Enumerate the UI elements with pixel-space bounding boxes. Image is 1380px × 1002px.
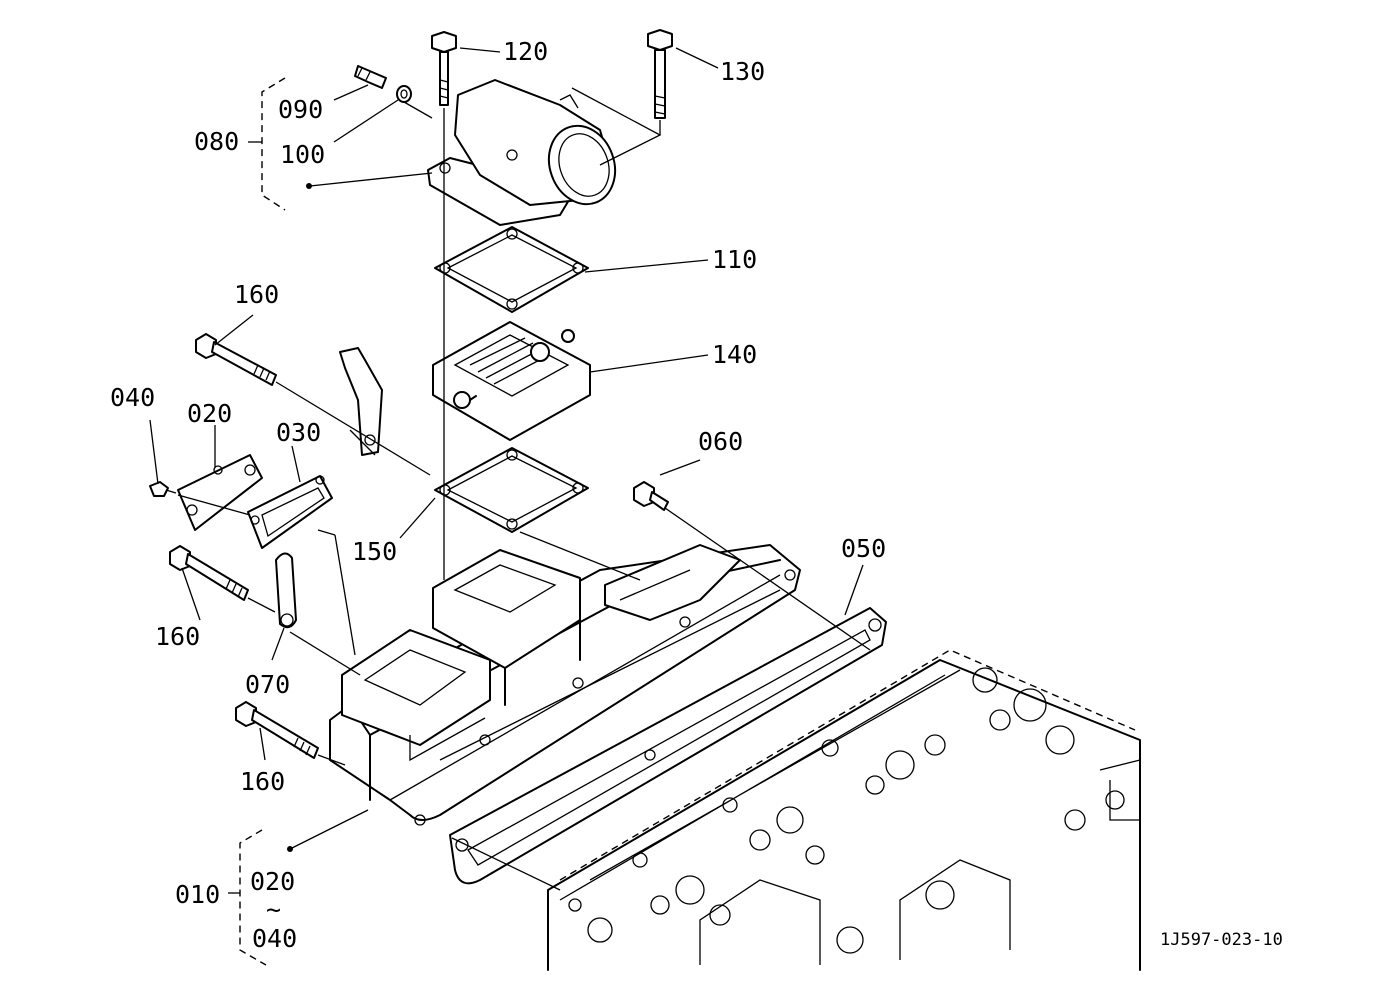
label-010: 010 bbox=[175, 880, 220, 909]
bolt-160-top bbox=[195, 333, 277, 386]
bolt-160-bottom bbox=[235, 701, 319, 759]
gasket-030 bbox=[247, 475, 333, 549]
label-070: 070 bbox=[245, 670, 290, 699]
cylinder-head-drawing bbox=[547, 649, 1141, 971]
leader-dot-010 bbox=[287, 846, 293, 852]
label-160-top: 160 bbox=[234, 280, 279, 309]
head-ports bbox=[568, 667, 1125, 954]
bolt-120 bbox=[431, 31, 457, 106]
leader-lines bbox=[149, 47, 871, 891]
intake-elbow-080 bbox=[427, 79, 617, 226]
gasket-150 bbox=[434, 447, 589, 533]
reference-code: 1J597-023-10 bbox=[1160, 930, 1283, 950]
label-040-group: 040 bbox=[252, 924, 297, 953]
callout-labels: 120 130 090 080 100 110 160 140 040 020 … bbox=[110, 37, 1283, 953]
cover-plate-020 bbox=[177, 454, 263, 531]
intake-manifold-010 bbox=[329, 544, 801, 826]
washer-100 bbox=[396, 85, 412, 103]
label-140: 140 bbox=[712, 340, 757, 369]
label-160-middle: 160 bbox=[155, 622, 200, 651]
label-090: 090 bbox=[278, 95, 323, 124]
bracket-080 bbox=[261, 77, 286, 211]
label-020-group: 020 bbox=[250, 867, 295, 896]
label-050: 050 bbox=[841, 534, 886, 563]
gasket-110 bbox=[434, 226, 589, 313]
bolt-160-middle bbox=[169, 545, 249, 601]
label-030: 030 bbox=[276, 418, 321, 447]
bracket bbox=[339, 347, 383, 456]
label-120: 120 bbox=[503, 37, 548, 66]
label-tilde: ~ bbox=[266, 895, 281, 924]
bracket-010 bbox=[239, 829, 267, 966]
bolt-060 bbox=[633, 481, 669, 511]
bolt-130 bbox=[647, 29, 673, 119]
label-020-top: 020 bbox=[187, 399, 232, 428]
label-040-left: 040 bbox=[110, 383, 155, 412]
label-080: 080 bbox=[194, 127, 239, 156]
leader-dot-080 bbox=[306, 183, 312, 189]
screw-040 bbox=[149, 481, 177, 497]
fitting-090 bbox=[354, 65, 387, 89]
label-060: 060 bbox=[698, 427, 743, 456]
label-100: 100 bbox=[280, 140, 325, 169]
label-150: 150 bbox=[352, 537, 397, 566]
manifold-gasket-050 bbox=[449, 607, 887, 885]
label-110: 110 bbox=[712, 245, 757, 274]
air-heater-140 bbox=[432, 321, 591, 441]
link-070 bbox=[275, 552, 297, 629]
label-160-bottom: 160 bbox=[240, 767, 285, 796]
label-130: 130 bbox=[720, 57, 765, 86]
